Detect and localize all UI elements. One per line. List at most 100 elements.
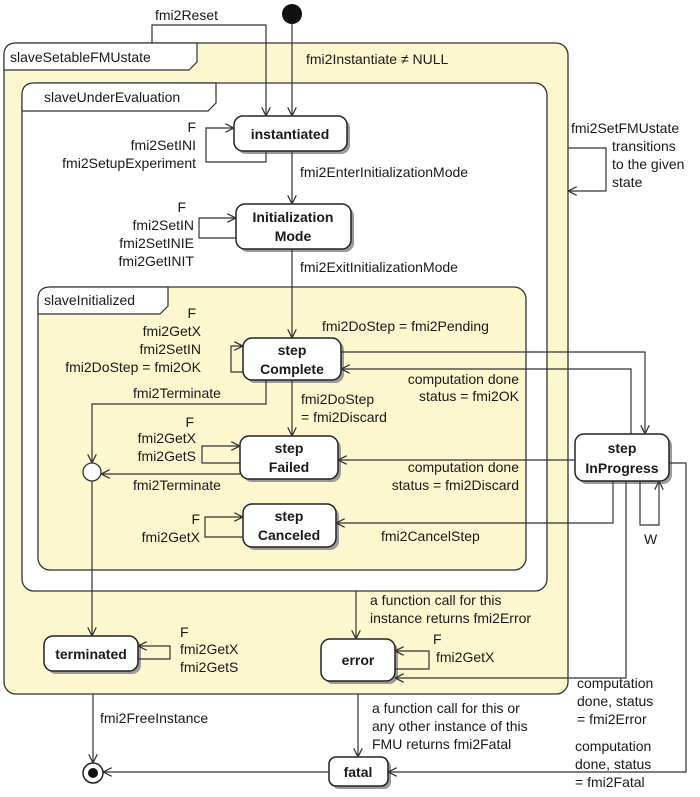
initial-pseudostate	[282, 4, 302, 24]
edge-terminate-complete	[92, 380, 267, 462]
state-initialization-mode: Initialization Mode	[235, 203, 354, 252]
label-exit-init: fmi2ExitInitializationMode	[300, 259, 458, 275]
region-label-under-evaluation: slaveUnderEvaluation	[44, 89, 180, 105]
edge-done-fatal	[389, 462, 687, 772]
svg-text:Initialization: Initialization	[253, 209, 334, 225]
svg-text:done, status: done, status	[575, 756, 651, 772]
label-done-discard: computation done status = fmi2Discard	[392, 459, 519, 493]
edge-cancel-step	[337, 481, 614, 523]
svg-text:fmi2SetIN: fmi2SetIN	[140, 341, 201, 357]
svg-text:instance returns fmi2Error: instance returns fmi2Error	[370, 610, 531, 626]
edge-init-self	[198, 218, 236, 239]
label-done-ok: computation done status = fmi2OK	[408, 371, 520, 404]
state-instantiated: instantiated	[233, 115, 350, 154]
svg-text:fatal: fatal	[344, 764, 373, 780]
edge-failed-self	[201, 446, 240, 464]
svg-text:error: error	[342, 652, 375, 668]
svg-text:Canceled: Canceled	[258, 527, 320, 543]
svg-text:state: state	[612, 174, 643, 190]
svg-text:fmi2GetS: fmi2GetS	[138, 448, 196, 464]
label-returns-fatal: a function call for this or any other in…	[372, 700, 528, 752]
svg-text:F: F	[185, 414, 194, 430]
state-step-complete: step Complete	[242, 337, 344, 383]
label-set-fmu-state: fmi2SetFMUstate transitions to the given…	[571, 120, 684, 190]
svg-text:computation: computation	[577, 675, 653, 691]
region-label-outer: slaveSetableFMUstate	[10, 49, 151, 65]
region-slave-initialized: slaveInitialized	[37, 286, 527, 571]
svg-text:computation done: computation done	[408, 459, 520, 475]
edge-instantiated-self	[205, 128, 267, 163]
edge-error-self	[395, 651, 430, 670]
svg-text:Mode: Mode	[275, 228, 312, 244]
svg-text:fmi2DoStep = fmi2OK: fmi2DoStep = fmi2OK	[65, 359, 201, 375]
svg-text:status = fmi2OK: status = fmi2OK	[419, 388, 520, 404]
label-done-error: computation done, status = fmi2Error	[577, 675, 653, 727]
label-instantiated-self: F fmi2SetINI fmi2SetupExperiment	[62, 119, 196, 171]
state-terminated: terminated	[43, 635, 141, 674]
label-do-step-discard: fmi2DoStep = fmi2Discard	[301, 391, 387, 425]
svg-text:InProgress: InProgress	[585, 460, 658, 476]
label-failed-self: F fmi2GetX fmi2GetS	[138, 414, 197, 464]
svg-text:step: step	[275, 440, 304, 456]
svg-text:instantiated: instantiated	[251, 126, 330, 142]
label-complete-self: F fmi2GetX fmi2SetIN fmi2DoStep = fmi2OK	[65, 305, 201, 375]
svg-text:F: F	[187, 119, 196, 135]
transition-edges	[92, 24, 687, 772]
svg-text:a function call for this or: a function call for this or	[372, 700, 520, 716]
edge-in-progress-self	[639, 481, 659, 526]
edge-reset	[151, 24, 266, 115]
svg-text:a function call for this: a function call for this	[370, 592, 502, 608]
region-label-initialized: slaveInitialized	[44, 292, 135, 308]
svg-text:fmi2SetINI: fmi2SetINI	[131, 137, 196, 153]
label-init-self: F fmi2SetIN fmi2SetINIE fmi2GetINIT	[119, 199, 195, 269]
svg-text:fmi2SetFMUstate: fmi2SetFMUstate	[571, 120, 679, 136]
label-in-progress-self: W	[644, 531, 658, 547]
svg-text:done, status: done, status	[577, 693, 653, 709]
label-error-self: F fmi2GetX	[433, 631, 495, 665]
svg-text:any other instance of this: any other instance of this	[372, 718, 528, 734]
edge-set-fmu-state	[568, 147, 607, 191]
svg-text:F: F	[187, 305, 196, 321]
state-error: error	[320, 638, 398, 684]
svg-text:step: step	[608, 440, 637, 456]
junction-pseudostate	[82, 462, 102, 482]
label-done-fatal: computation done, status = fmi2Fatal	[575, 738, 651, 790]
label-instantiate: fmi2Instantiate ≠ NULL	[306, 51, 449, 67]
svg-text:F: F	[191, 511, 200, 527]
label-free-instance: fmi2FreeInstance	[100, 710, 208, 726]
label-terminate-complete: fmi2Terminate	[133, 385, 221, 401]
svg-text:FMU returns fmi2Fatal: FMU returns fmi2Fatal	[372, 736, 511, 752]
svg-text:fmi2GetX: fmi2GetX	[436, 649, 495, 665]
svg-text:Complete: Complete	[260, 361, 324, 377]
state-step-canceled: step Canceled	[242, 503, 339, 550]
svg-text:F: F	[177, 199, 186, 215]
svg-text:= fmi2Discard: = fmi2Discard	[301, 409, 387, 425]
svg-text:computation done: computation done	[408, 371, 520, 387]
svg-text:to the given: to the given	[612, 156, 684, 172]
edge-complete-self	[230, 346, 243, 373]
label-terminated-self: F fmi2GetX fmi2GetS	[180, 624, 239, 675]
state-step-failed: step Failed	[239, 435, 341, 482]
edge-do-step-pending	[341, 351, 645, 433]
svg-text:status = fmi2Discard: status = fmi2Discard	[392, 477, 519, 493]
svg-text:step: step	[278, 342, 307, 358]
edge-done-error	[396, 481, 627, 678]
state-step-in-progress: step InProgress	[574, 433, 672, 484]
svg-text:transitions: transitions	[612, 138, 676, 154]
svg-text:fmi2SetupExperiment: fmi2SetupExperiment	[62, 155, 196, 171]
label-enter-init: fmi2EnterInitializationMode	[300, 164, 468, 180]
final-pseudostate	[82, 762, 104, 784]
svg-text:= fmi2Fatal: = fmi2Fatal	[575, 774, 645, 790]
svg-text:fmi2SetIN: fmi2SetIN	[133, 217, 194, 233]
label-do-step-pending: fmi2DoStep = fmi2Pending	[322, 318, 489, 334]
svg-text:= fmi2Error: = fmi2Error	[577, 711, 647, 727]
svg-text:computation: computation	[575, 738, 651, 754]
svg-text:fmi2GetINIT: fmi2GetINIT	[119, 253, 195, 269]
svg-text:step: step	[275, 508, 304, 524]
label-terminate-failed: fmi2Terminate	[133, 477, 221, 493]
svg-text:fmi2DoStep: fmi2DoStep	[301, 391, 374, 407]
label-cancel-step: fmi2CancelStep	[381, 528, 480, 544]
edge-done-ok	[342, 369, 632, 434]
svg-text:terminated: terminated	[55, 646, 127, 662]
